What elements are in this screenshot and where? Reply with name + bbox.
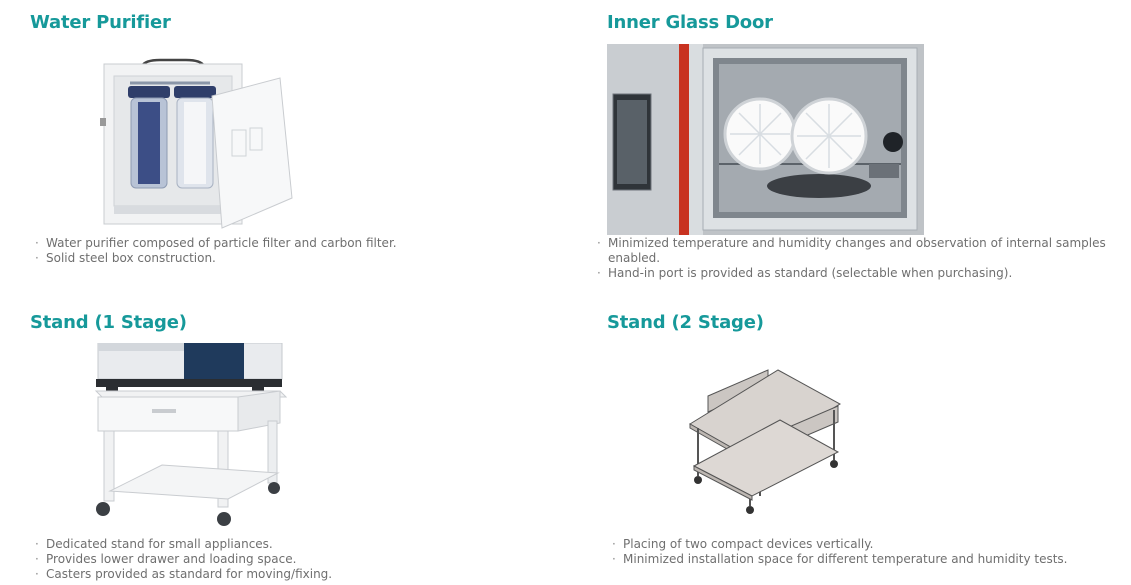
stand-2-stage-image	[689, 369, 842, 514]
water-purifier-image	[100, 58, 293, 229]
bullet: Dedicated stand for small appliances.	[31, 537, 511, 552]
bullet: Solid steel box construction.	[31, 251, 511, 266]
inner-glass-door-title: Inner Glass Door	[607, 12, 773, 33]
water-purifier-description: Water purifier composed of particle filt…	[31, 236, 511, 266]
inner-glass-door-description: Minimized temperature and humidity chang…	[593, 236, 1123, 281]
bullet: Casters provided as standard for moving/…	[31, 567, 511, 582]
stand-1-stage-description: Dedicated stand for small appliances. Pr…	[31, 537, 511, 582]
stand-1-stage-title: Stand (1 Stage)	[30, 312, 187, 333]
bullet: Placing of two compact devices verticall…	[608, 537, 1118, 552]
water-purifier-title: Water Purifier	[30, 12, 171, 33]
inner-glass-door-image	[607, 44, 924, 235]
bullet: Minimized temperature and humidity chang…	[593, 236, 1123, 266]
bullet: Hand-in port is provided as standard (se…	[593, 266, 1123, 281]
bullet: Minimized installation space for differe…	[608, 552, 1118, 567]
bullet: Water purifier composed of particle filt…	[31, 236, 511, 251]
stand-2-stage-title: Stand (2 Stage)	[607, 312, 764, 333]
stand-2-stage-description: Placing of two compact devices verticall…	[608, 537, 1118, 567]
stand-1-stage-image	[94, 343, 287, 526]
bullet: Provides lower drawer and loading space.	[31, 552, 511, 567]
